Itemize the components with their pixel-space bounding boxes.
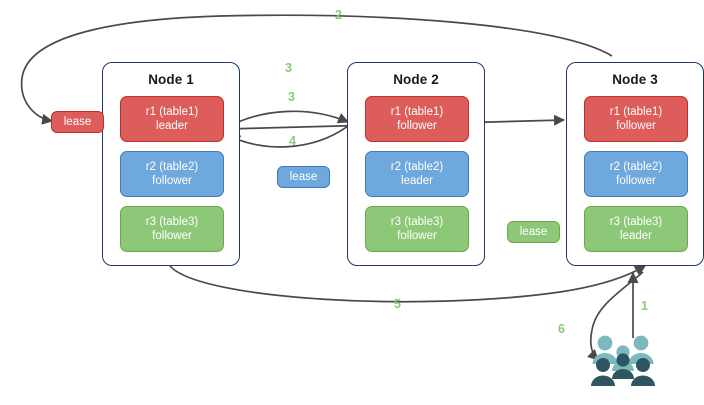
lease-badge-green[interactable]: lease (507, 221, 560, 243)
step-label-1: 1 (641, 299, 648, 313)
replica-name: r1 (table1) (390, 106, 444, 118)
replica-box[interactable]: r1 (table1) leader (120, 96, 224, 142)
replica-box[interactable]: r3 (table3) follower (120, 206, 224, 252)
replica-box[interactable]: r1 (table1) follower (584, 96, 688, 142)
step-label-6: 6 (558, 322, 565, 336)
replica-name: r1 (table1) (145, 106, 199, 118)
replica-role: leader (620, 230, 652, 242)
step-label-3b: 3 (288, 90, 295, 104)
node-card-1[interactable]: Node 1 r1 (table1) leader r2 (table2) fo… (102, 62, 240, 266)
replica-name: r2 (table2) (390, 161, 444, 173)
node-title: Node 2 (393, 72, 439, 87)
replica-role: leader (401, 175, 433, 187)
step-label-4: 4 (289, 134, 296, 148)
replica-name: r1 (table1) (609, 106, 663, 118)
arrow-step-5 (169, 265, 646, 303)
replica-name: r2 (table2) (145, 161, 199, 173)
lease-label: lease (289, 171, 318, 183)
replica-name: r3 (table3) (145, 216, 199, 228)
lease-badge-blue[interactable]: lease (277, 166, 330, 188)
replica-role: follower (152, 230, 192, 242)
replica-box[interactable]: r2 (table2) follower (120, 151, 224, 197)
replica-role: follower (397, 120, 437, 132)
replica-role: follower (616, 120, 656, 132)
replica-role: follower (616, 175, 656, 187)
replica-box[interactable]: r2 (table2) follower (584, 151, 688, 197)
node-card-3[interactable]: Node 3 r1 (table1) follower r2 (table2) … (566, 62, 704, 266)
lease-label: lease (63, 116, 92, 128)
arrow-step-3-curve (225, 110, 350, 129)
replica-name: r3 (table3) (609, 216, 663, 228)
replica-box[interactable]: r2 (table2) leader (365, 151, 469, 197)
replica-box[interactable]: r3 (table3) leader (584, 206, 688, 252)
replica-role: leader (156, 120, 188, 132)
node-card-2[interactable]: Node 2 r1 (table1) follower r2 (table2) … (347, 62, 485, 266)
step-label-3a: 3 (285, 61, 292, 75)
step-label-2: 2 (335, 8, 342, 22)
lease-badge-red[interactable]: lease (51, 111, 104, 133)
replica-name: r2 (table2) (609, 161, 663, 173)
step-label-5: 5 (394, 297, 401, 311)
replica-box[interactable]: r3 (table3) follower (365, 206, 469, 252)
replica-role: follower (152, 175, 192, 187)
replica-name: r3 (table3) (390, 216, 444, 228)
node-title: Node 3 (612, 72, 658, 87)
replica-role: follower (397, 230, 437, 242)
node-title: Node 1 (148, 72, 194, 87)
users-icon (589, 334, 661, 390)
lease-label: lease (519, 226, 548, 238)
replica-box[interactable]: r1 (table1) follower (365, 96, 469, 142)
